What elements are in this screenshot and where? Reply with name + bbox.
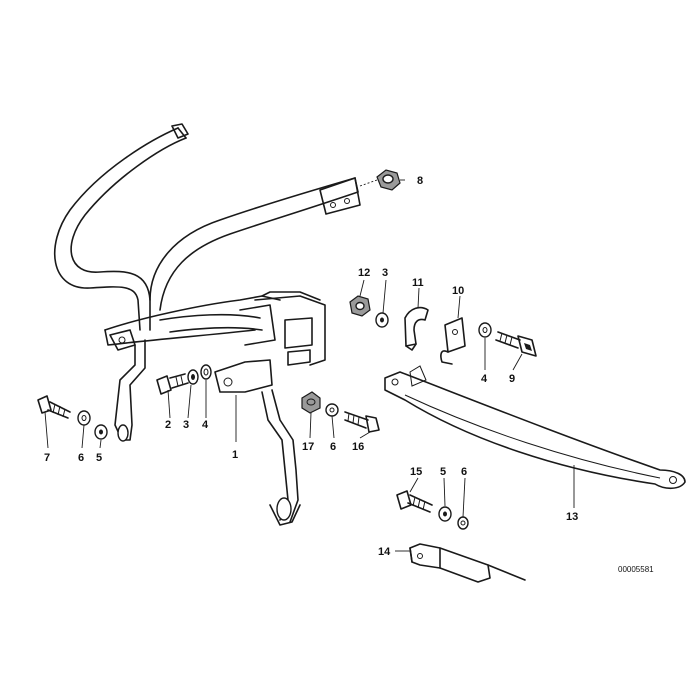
bolt-9: [495, 331, 537, 357]
callout-17: 17: [302, 441, 314, 453]
drawing-number: 00005581: [618, 565, 654, 574]
callout-7: 7: [44, 452, 50, 464]
nut-8: [359, 169, 401, 191]
nut-17: [301, 391, 321, 414]
callout-4b: 4: [481, 373, 488, 385]
washer-4a: [200, 364, 212, 380]
callout-8: 8: [417, 175, 423, 187]
bolt-16: [344, 411, 380, 433]
callout-3b: 3: [382, 267, 388, 279]
callouts: 1 2 3 4 7 6 5 17 6 16 8 12 3 11 10 4 9 1…: [44, 175, 654, 574]
washer-3a: [187, 369, 199, 385]
callout-15: 15: [410, 466, 422, 478]
washer-4b: [478, 322, 492, 338]
callout-10: 10: [452, 285, 464, 297]
callout-11: 11: [412, 277, 424, 289]
callout-12: 12: [358, 267, 370, 279]
strut-13: [384, 365, 686, 490]
bolt-2: [156, 373, 189, 395]
callout-6b: 6: [330, 441, 336, 453]
callout-2: 2: [165, 419, 171, 431]
hood-hinge-assembly: [53, 123, 361, 526]
callout-16: 16: [352, 441, 364, 453]
callout-14: 14: [378, 546, 391, 558]
washer-5a: [94, 424, 108, 440]
callout-6c: 6: [461, 466, 467, 478]
washer-3b: [375, 312, 389, 328]
callout-13: 13: [566, 511, 578, 523]
callout-4a: 4: [202, 419, 209, 431]
callout-5b: 5: [440, 466, 446, 478]
bracket-14: [409, 543, 526, 583]
bolt-15: [396, 490, 433, 513]
callout-6a: 6: [78, 452, 84, 464]
clamp-11: [404, 306, 429, 351]
leader-lines: [44, 179, 575, 552]
washer-6c: [457, 516, 469, 530]
washer-6b: [325, 403, 339, 417]
callout-3a: 3: [183, 419, 189, 431]
washer-6a: [77, 410, 91, 426]
clamp-10: [440, 317, 466, 365]
washer-5b: [438, 506, 452, 522]
callout-5a: 5: [96, 452, 102, 464]
fastener-7: [37, 395, 71, 419]
callout-9: 9: [509, 373, 515, 385]
callout-1: 1: [232, 449, 238, 461]
nut-12: [349, 295, 371, 317]
